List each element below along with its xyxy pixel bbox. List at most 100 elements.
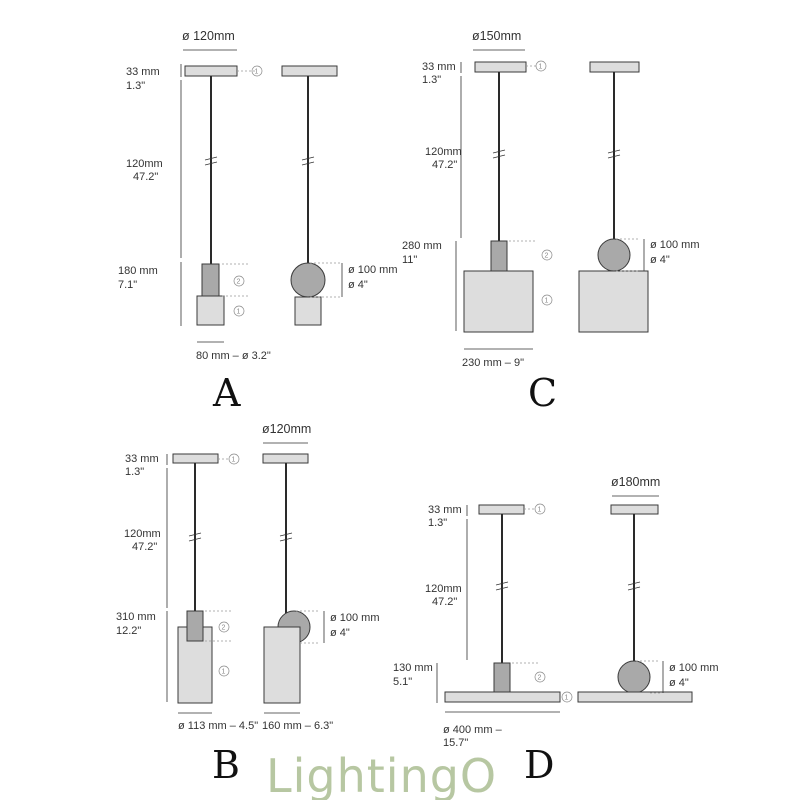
panel-b-marker-canopy — [228, 453, 240, 465]
panel-a-cable-break-left — [204, 156, 218, 161]
panel-c-canopy-height-in: 1.3" — [422, 74, 441, 86]
panel-d-canopy-left — [478, 504, 525, 515]
panel-d-body-in: 5.1" — [393, 676, 412, 688]
panel-d-sphere-mm: ø 100 mm — [669, 662, 719, 674]
panel-b-marker-shade — [218, 665, 230, 677]
panel-a-cable-mm: 120mm — [126, 158, 163, 170]
panel-d-cable-break-left — [495, 581, 509, 586]
panel-c-base-width: 230 mm – 9" — [462, 357, 524, 369]
panel-b-stem-left — [186, 610, 204, 642]
panel-c-marker-stem — [541, 249, 553, 261]
panel-d-canopy-height-mm: 33 mm — [428, 504, 462, 516]
panel-a-cable-break-left-2 — [204, 161, 218, 166]
panel-b-letter: B — [212, 743, 240, 787]
panel-c-canopy-diameter: ø150mm — [472, 29, 521, 43]
panel-c-cable-break-left — [492, 149, 506, 154]
panel-a-base-left — [196, 295, 225, 326]
panel-c-marker-canopy-label: 1 — [539, 64, 543, 71]
panel-c-cable-break-left-2 — [492, 154, 506, 159]
panel-b-canopy-height-mm: 33 mm — [125, 453, 159, 465]
panel-a-sphere-in: ø 4" — [348, 279, 368, 291]
panel-c-canopy-left — [474, 61, 527, 73]
panel-a-cable-break-right — [301, 156, 315, 161]
panel-a-marker-base — [233, 305, 245, 317]
panel-d-marker-canopy — [534, 503, 546, 515]
panel-b-cable-break-left-2 — [188, 537, 202, 542]
panel-d-marker-stem — [534, 671, 546, 683]
panel-a-sphere-mm: ø 100 mm — [348, 264, 398, 276]
panel-a-cable-break-right-2 — [301, 161, 315, 166]
panel-d-marker-stem-label: 2 — [538, 675, 542, 682]
panel-d: ø180mm 33 mm 1.3" 120mm 47.2" 130 mm 5.1… — [393, 475, 719, 787]
panel-b-base-width-right: 160 mm – 6.3" — [262, 720, 333, 732]
panel-a-base-right — [294, 296, 322, 326]
panel-d-shade-left — [444, 691, 561, 703]
panel-c-sphere-mm: ø 100 mm — [650, 239, 700, 251]
panel-a-marker-stem-label: 2 — [237, 279, 241, 286]
panel-b-marker-stem — [218, 621, 230, 633]
panel-d-sphere — [617, 660, 651, 694]
panel-d-base-width-line2: 15.7" — [443, 737, 468, 749]
panel-b-marker-canopy-label: 1 — [232, 457, 236, 464]
panel-b-canopy-diameter: ø120mm — [262, 422, 311, 436]
panel-a-letter: A — [212, 371, 241, 415]
panel-b-canopy-height-in: 1.3" — [125, 466, 144, 478]
panel-b-marker-shade-label: 1 — [222, 669, 226, 676]
panel-d-base-width-line1: ø 400 mm – — [443, 724, 503, 736]
panel-a-marker-base-label: 1 — [237, 309, 241, 316]
panel-b-body-in: 12.2" — [116, 625, 141, 637]
panel-c-canopy-height-mm: 33 mm — [422, 61, 456, 73]
panel-d-marker-shade-label: 1 — [565, 695, 569, 702]
panel-a-canopy-diameter: ø 120mm — [182, 29, 235, 43]
panel-d-body-mm: 130 mm — [393, 662, 433, 674]
panel-a-stem-left — [201, 263, 220, 297]
panel-c-marker-stem-label: 2 — [545, 253, 549, 260]
panel-d-marker-shade — [561, 691, 573, 703]
panel-a-body-mm: 180 mm — [118, 265, 158, 277]
panel-b-shade-right — [263, 626, 301, 704]
panel-a-canopy-left — [184, 65, 238, 77]
panel-a-marker-canopy-label: 1 — [255, 69, 259, 76]
panel-d-shade-right — [577, 691, 693, 703]
panel-d-cable-mm: 120mm — [425, 583, 462, 595]
panel-d-canopy-height-in: 1.3" — [428, 517, 447, 529]
brand-watermark: LightingO — [266, 749, 497, 800]
panel-a-sphere — [290, 262, 326, 298]
panel-b: ø120mm 33 mm 1.3" 120mm 47.2" 310 mm 12.… — [116, 422, 380, 787]
panel-c-letter: C — [528, 371, 557, 415]
panel-c-marker-shade-label: 1 — [545, 298, 549, 305]
panel-a-marker-canopy — [251, 65, 263, 77]
panel-a-canopy-height-mm: 33 mm — [126, 66, 160, 78]
panel-b-sphere-mm: ø 100 mm — [330, 612, 380, 624]
panel-d-sphere-in: ø 4" — [669, 677, 689, 689]
panel-b-canopy-left — [172, 453, 219, 464]
panel-a-body-in: 7.1" — [118, 279, 137, 291]
panel-a-base-width: 80 mm – ø 3.2" — [196, 350, 271, 362]
panel-c-marker-canopy — [535, 60, 547, 72]
panel-a: ø 120mm 33 mm 1.3" 120mm 47.2" 180 mm 7.… — [118, 29, 398, 415]
panel-b-cable-break-right — [279, 532, 293, 537]
panel-d-cable-break-right-2 — [627, 586, 641, 591]
panel-d-canopy-right — [610, 504, 659, 515]
panel-d-cable-break-left-2 — [495, 586, 509, 591]
panel-d-cable-in: 47.2" — [432, 596, 457, 608]
panel-b-marker-stem-label: 2 — [222, 625, 226, 632]
panel-b-canopy-right — [262, 453, 309, 464]
panel-a-cable-in: 47.2" — [133, 171, 158, 183]
panel-d-canopy-diameter: ø180mm — [611, 475, 660, 489]
panel-c-shade-left — [463, 270, 534, 333]
panel-c: ø150mm 33 mm 1.3" 120mm 47.2" 280 mm 11"… — [402, 29, 700, 415]
panel-c-shade-right — [578, 270, 649, 333]
panel-c-canopy-right — [589, 61, 640, 73]
panel-d-letter: D — [524, 743, 554, 787]
panel-c-cable-break-right — [607, 149, 621, 154]
panel-b-cable-break-right-2 — [279, 537, 293, 542]
panel-c-cable-mm: 120mm — [425, 146, 462, 158]
panel-c-sphere-in: ø 4" — [650, 254, 670, 266]
panel-c-stem-left — [490, 240, 508, 272]
panel-c-sphere — [597, 238, 631, 272]
panel-c-marker-shade — [541, 294, 553, 306]
panel-b-sphere-in: ø 4" — [330, 627, 350, 639]
panel-d-marker-canopy-label: 1 — [538, 507, 542, 514]
